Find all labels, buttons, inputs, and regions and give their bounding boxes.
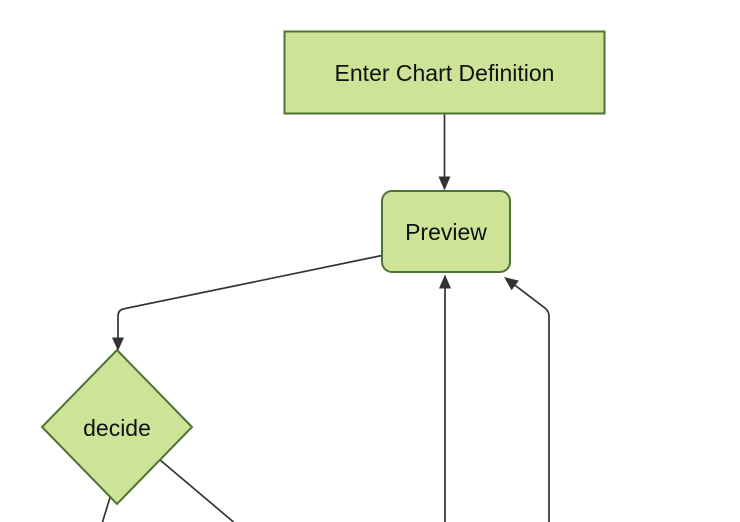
- node-enter-chart-definition-shape: [283, 30, 606, 115]
- node-preview-shape: [381, 190, 511, 273]
- node-preview: Preview: [381, 190, 511, 273]
- node-enter-chart-definition-label: Enter Chart Definition: [335, 60, 555, 86]
- node-enter-chart-definition: Enter Chart Definition: [283, 30, 606, 115]
- node-preview-label: Preview: [405, 219, 487, 245]
- edge-decide-to-offscreen-left: [101, 497, 111, 522]
- edge-preview-to-decide: [117, 254, 383, 338]
- arrowhead-bottom-right-to-preview: [504, 277, 519, 291]
- node-decide-shape: [40, 348, 194, 506]
- edge-bottom-right-to-preview: [514, 284, 550, 522]
- arrowhead-preview-to-decide: [112, 337, 124, 351]
- arrowhead-bottom-to-preview: [439, 274, 451, 289]
- arrowhead-enter-to-preview: [438, 176, 451, 191]
- edge-decide-to-offscreen-right: [158, 458, 235, 522]
- node-decide-label: decide: [83, 415, 151, 441]
- node-decide: decide: [40, 348, 194, 506]
